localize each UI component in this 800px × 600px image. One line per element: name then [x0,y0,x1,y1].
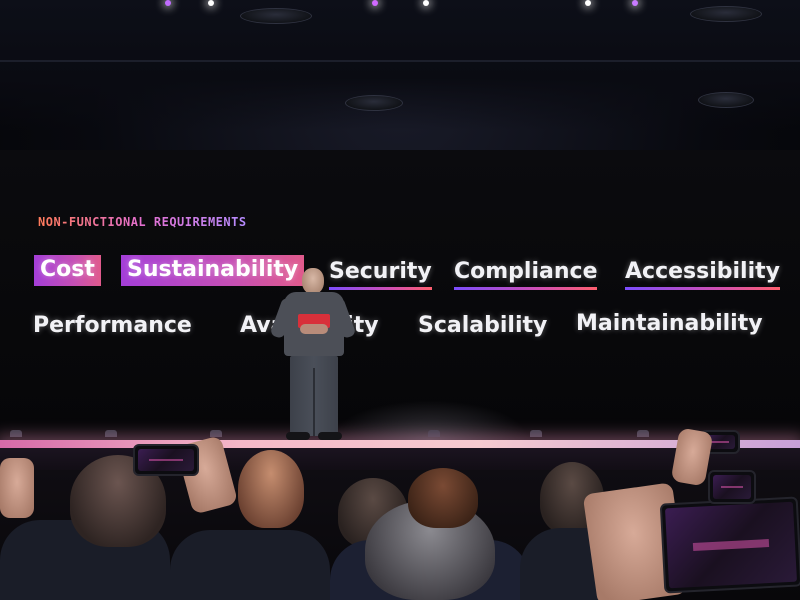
ceiling [0,0,800,130]
term-compliance: Compliance [454,259,598,290]
term-accessibility: Accessibility [625,259,780,290]
footlight [210,430,222,437]
footlight [428,430,440,437]
ceiling-speaker [698,92,754,108]
ceiling-speaker [690,6,762,22]
stage-light [372,0,378,6]
footlight [637,430,649,437]
stage-light [423,0,429,6]
presenter [269,268,357,444]
stage-light [632,0,638,6]
slide-kicker: NON-FUNCTIONAL REQUIREMENTS [38,215,247,229]
leg-gap [313,368,315,436]
presenter-shoe [318,432,342,440]
term-cost: Cost [34,255,101,286]
audience-phone [659,496,800,594]
footlight [10,430,22,437]
audience-phone [133,444,199,476]
ceiling-speaker [345,95,403,111]
lighting-truss [0,60,800,62]
presentation-screen [0,150,800,440]
audience-phone [708,470,756,504]
term-scalability: Scalability [418,313,548,338]
stage-light [165,0,171,6]
term-performance: Performance [33,313,192,338]
footlight [105,430,117,437]
stage-edge-light [0,440,800,448]
footlight [530,430,542,437]
raised-hand [0,458,34,518]
presenter-shoe [286,432,310,440]
term-maintainability: Maintainability [576,311,763,336]
audience-member [170,530,330,600]
presenter-head [302,268,324,294]
presenter-hands [300,324,328,334]
stage-light [208,0,214,6]
audience-head [408,468,478,528]
stage-light [585,0,591,6]
ceiling-speaker [240,8,312,24]
term-security: Security [329,259,432,290]
term-sustainability: Sustainability [121,255,305,286]
audience-head [238,450,304,528]
